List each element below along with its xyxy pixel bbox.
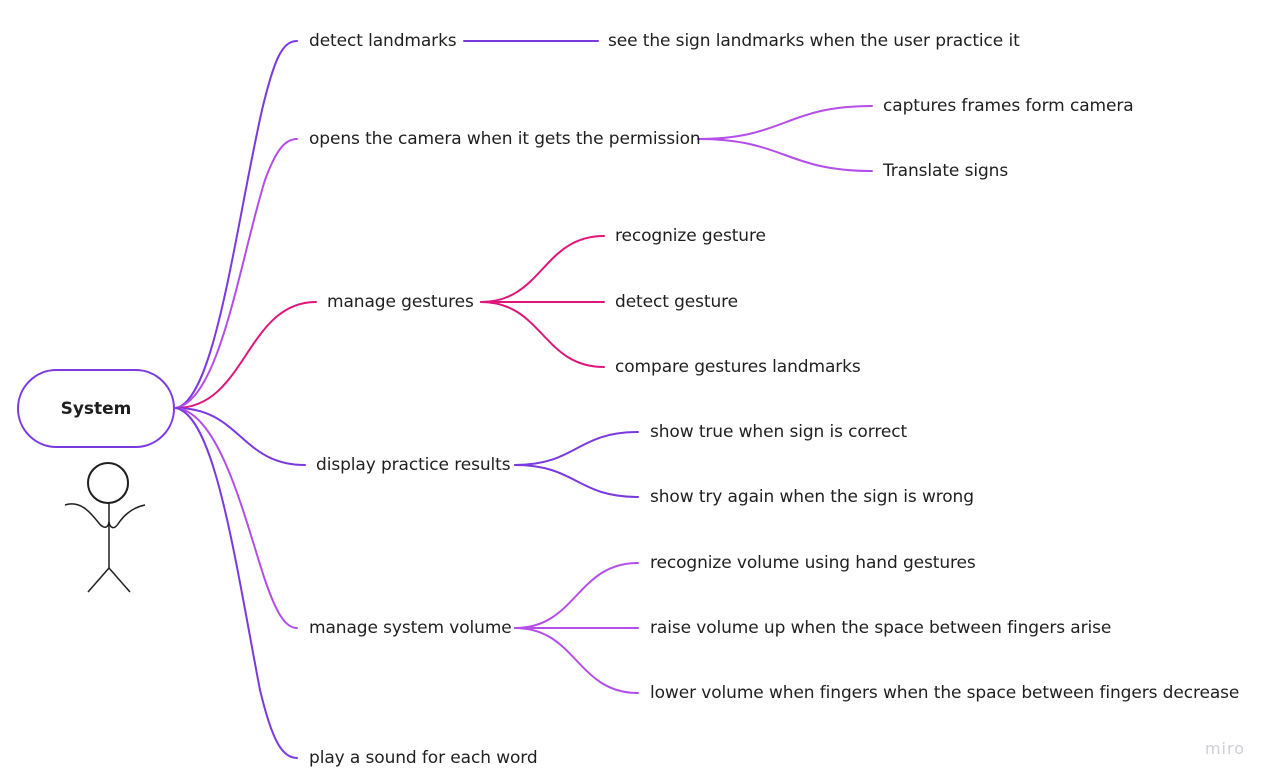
branch-manage-gestures[interactable]: manage gestures: [327, 292, 474, 312]
branch-display-results[interactable]: display practice results: [316, 455, 511, 475]
leaf-show-try-again[interactable]: show try again when the sign is wrong: [650, 487, 974, 507]
leaf-detect-gesture[interactable]: detect gesture: [615, 292, 739, 312]
branch-detect-landmarks[interactable]: detect landmarks: [309, 31, 457, 51]
leaf-compare-gestures[interactable]: compare gestures landmarks: [615, 357, 861, 377]
leaf-translate-signs[interactable]: Translate signs: [883, 161, 1009, 181]
leaf-see-sign-landmarks[interactable]: see the sign landmarks when the user pra…: [608, 31, 1020, 51]
edge-root-to-detect: [175, 40, 298, 409]
edge-root-to-gestures: [175, 301, 317, 409]
edge-root-to-volume: [175, 407, 298, 629]
leaf-recognize-volume[interactable]: recognize volume using hand gestures: [650, 553, 976, 573]
branch-play-sound[interactable]: play a sound for each word: [309, 748, 538, 768]
branch-manage-volume[interactable]: manage system volume: [309, 618, 512, 638]
branch-open-camera[interactable]: opens the camera when it gets the permis…: [309, 129, 701, 149]
leaf-capture-frames[interactable]: captures frames form camera: [883, 96, 1134, 116]
root-node-system[interactable]: System: [17, 369, 175, 448]
leaf-lower-volume[interactable]: lower volume when fingers when the space…: [650, 683, 1240, 703]
leaf-show-true[interactable]: show true when sign is correct: [650, 422, 908, 442]
edge-gestures-child-2: [480, 301, 605, 368]
edge-root-to-camera: [175, 138, 298, 409]
edge-camera-child-1: [697, 138, 873, 172]
leaf-raise-volume[interactable]: raise volume up when the space between f…: [650, 618, 1112, 638]
edge-results-child-0: [514, 431, 639, 466]
edge-volume-child-0: [514, 562, 639, 629]
stick-figure-icon: [64, 462, 146, 593]
edge-camera-child-0: [697, 105, 873, 140]
edge-results-child-1: [514, 464, 639, 498]
edge-gestures-child-0: [480, 235, 605, 303]
edge-root-to-results: [175, 407, 306, 466]
miro-watermark: miro: [1204, 739, 1245, 758]
edge-volume-child-2: [514, 627, 639, 694]
root-node-label: System: [60, 398, 132, 419]
edge-root-to-sound: [175, 407, 298, 759]
leaf-recognize-gesture[interactable]: recognize gesture: [615, 226, 766, 246]
